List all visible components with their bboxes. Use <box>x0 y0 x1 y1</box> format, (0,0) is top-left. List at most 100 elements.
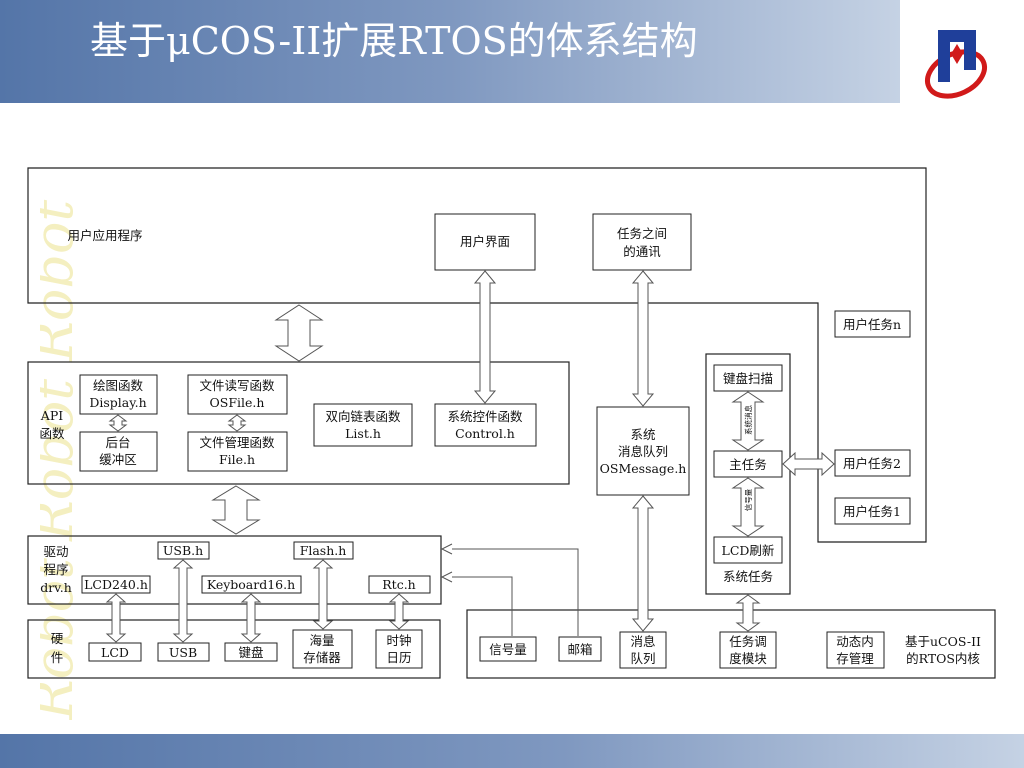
kernel-memory-box <box>826 631 885 669</box>
inter-task-comm-label-2: 的通讯 <box>623 244 661 259</box>
file-rw-func-label-1: 文件读写函数 <box>199 378 275 393</box>
inter-task-comm-box <box>592 213 692 271</box>
lcd-refresh-box <box>713 536 783 564</box>
draw-func-label-1: 绘图函数 <box>93 378 144 393</box>
rtc-h-label: Rtc.h <box>382 577 415 592</box>
driver-layer-label-3: drv.h <box>40 580 72 595</box>
system-tasks-frame <box>705 353 791 595</box>
kernel-layer-label-1: 基于uCOS-II <box>905 634 981 649</box>
sys-msg-arrow-label: 系统消息 <box>743 405 753 435</box>
list-func-label-2: List.h <box>345 426 381 441</box>
kernel-mailbox-box <box>558 636 602 662</box>
keyboard16-h-label: Keyboard16.h <box>207 577 295 592</box>
usb-h-box <box>157 541 210 560</box>
keyboard-arrow <box>240 593 262 643</box>
bg-buffer-box <box>79 431 158 472</box>
kernel-mailbox-label: 邮箱 <box>567 642 592 657</box>
keyboard-hw-label: 键盘 <box>238 645 263 660</box>
file-mgr-func-box <box>187 431 288 472</box>
title-banner <box>0 0 900 103</box>
msg-queue-label-1: 系统 <box>630 427 655 442</box>
rtc-h-box <box>368 575 431 594</box>
usb-h-label: USB.h <box>163 543 203 558</box>
kernel-semaphore-box <box>479 636 537 662</box>
control-func-label-1: 系统控件函数 <box>447 409 523 424</box>
user-interface-label: 用户界面 <box>460 234 510 249</box>
watermark: Robot Robot Robot <box>40 200 85 720</box>
usb-hw-box <box>157 642 210 662</box>
api-layer-frame <box>27 361 570 485</box>
user-task-1-box <box>834 497 911 525</box>
file-rw-func-label-2: OSFile.h <box>210 395 265 410</box>
ui-control-arrow <box>473 270 497 404</box>
file-rw-func-box <box>187 374 288 415</box>
bg-buffer-label-1: 后台 <box>105 435 130 450</box>
ipc-queue-arrow <box>631 270 655 407</box>
driver-layer-label-1: 驱动 <box>43 544 68 559</box>
control-func-label-2: Control.h <box>455 426 515 441</box>
lcd-hw-box <box>88 642 142 662</box>
kernel-layer-label-2: 的RTOS内核 <box>906 651 980 666</box>
kernel-scheduler-box <box>719 631 777 669</box>
main-lcd-arrow <box>731 477 765 537</box>
kernel-memory-label-2: 存管理 <box>836 651 874 666</box>
lcd-refresh-label: LCD刷新 <box>722 543 775 558</box>
queue-kernel-arrow <box>631 495 655 632</box>
control-func-box <box>434 403 537 447</box>
api-driver-arrow <box>211 485 261 535</box>
svg-text:Robot Robot Robot: Robot Robot Robot <box>40 200 85 720</box>
mailbox-driver-arrow <box>440 543 579 636</box>
main-task2-arrow <box>782 451 835 477</box>
display-buffer-arrow <box>108 414 128 432</box>
system-tasks-label: 系统任务 <box>723 569 773 584</box>
msg-queue-label-3: OSMessage.h <box>600 461 687 476</box>
user-task-2-box <box>834 449 911 477</box>
inter-task-comm-label-1: 任务之间 <box>617 226 667 241</box>
kernel-scheduler-label-1: 任务调 <box>729 634 767 649</box>
rtc-clock-arrow <box>388 593 410 630</box>
semaphore-arrow-label: 信号量 <box>743 488 753 511</box>
kernel-layer-frame <box>466 609 996 679</box>
msg-queue-label-2: 消息队列 <box>618 444 668 459</box>
draw-func-box <box>79 374 158 415</box>
user-task-n-label: 用户任务n <box>843 317 901 332</box>
driver-layer-frame <box>27 535 442 605</box>
msg-queue-box <box>596 406 690 496</box>
kernel-memory-label-1: 动态内 <box>836 634 874 649</box>
api-layer-label-2: 函数 <box>39 426 65 441</box>
storage-hw-box <box>292 629 353 669</box>
footer-bar <box>0 734 1024 768</box>
app-layer-frame <box>27 167 927 543</box>
bg-buffer-label-2: 缓冲区 <box>99 452 137 467</box>
api-layer-label-1: API <box>40 408 63 423</box>
keyscan-main-arrow <box>731 391 765 451</box>
main-task-box <box>713 450 783 478</box>
kernel-queue-box <box>619 631 667 669</box>
hardware-layer-label-2: 件 <box>51 650 64 665</box>
clock-hw-label-1: 时钟 <box>386 633 411 648</box>
user-task-1-label: 用户任务1 <box>843 504 901 519</box>
hardware-layer-frame <box>27 619 441 679</box>
list-func-label-1: 双向链表函数 <box>325 409 401 424</box>
file-mgr-func-label-2: File.h <box>219 452 255 467</box>
slide-title: 基于μCOS-II扩展RTOS的体系结构 <box>90 19 698 63</box>
system-kernel-arrow <box>735 594 761 632</box>
lcd240-lcd-arrow <box>105 593 127 643</box>
usb-hw-label: USB <box>169 645 197 660</box>
lcd240-h-box <box>81 575 151 594</box>
list-func-box <box>313 403 413 447</box>
usb-arrow <box>172 559 194 643</box>
kernel-scheduler-label-2: 度模块 <box>729 651 767 666</box>
draw-func-label-2: Display.h <box>89 395 146 410</box>
flash-h-box <box>293 541 354 560</box>
main-task-label: 主任务 <box>729 457 767 472</box>
user-task-2-label: 用户任务2 <box>843 456 901 471</box>
kernel-queue-label-1: 消息 <box>630 634 655 649</box>
university-logo-icon <box>925 30 987 99</box>
storage-hw-label-2: 存储器 <box>303 650 341 665</box>
hardware-layer-label-1: 硬 <box>51 631 64 646</box>
keyboard16-h-box <box>201 575 302 594</box>
flash-storage-arrow <box>312 559 334 630</box>
semaphore-driver-arrow <box>440 571 513 636</box>
